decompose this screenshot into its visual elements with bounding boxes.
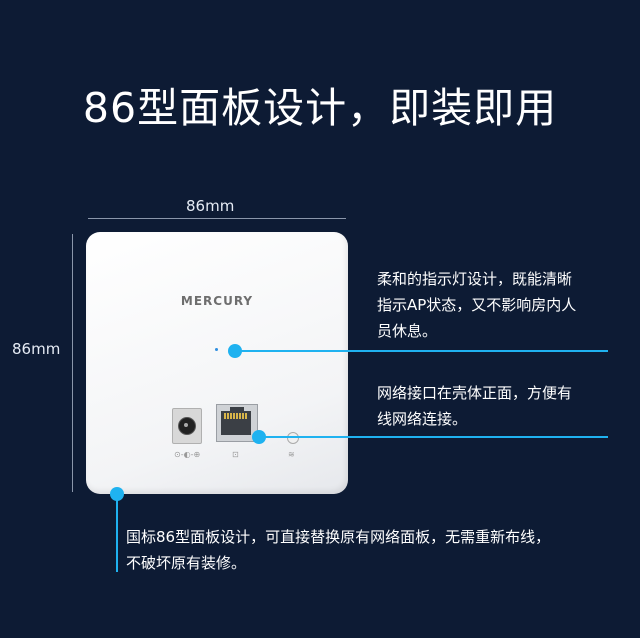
panel-callout-line	[116, 500, 118, 572]
dc-power-port	[172, 408, 202, 444]
lan-symbol: ⊡	[232, 450, 239, 459]
indicator-callout-dot	[228, 344, 242, 358]
port-callout-text: 网络接口在壳体正面，方便有 线网络连接。	[377, 384, 573, 428]
height-dimension-line	[72, 234, 73, 492]
indicator-callout-line	[240, 350, 608, 352]
wifi-symbol: ≋	[288, 450, 295, 459]
page-title: 86型面板设计，即装即用	[82, 84, 558, 132]
height-label: 86mm	[12, 340, 61, 358]
port-callout-line	[264, 436, 608, 438]
reset-button	[287, 432, 299, 444]
panel-callout-text: 国标86型面板设计，可直接替换原有网络面板，无需重新布线， 不破坏原有装修。	[126, 528, 551, 572]
port-callout-dot	[252, 430, 266, 444]
width-dimension-line	[88, 218, 346, 219]
panel-callout-dot	[110, 487, 124, 501]
width-label: 86mm	[186, 197, 235, 215]
indicator-led	[215, 348, 218, 351]
dc-symbol: ⊙-◐-⊕	[174, 450, 201, 459]
wall-panel-ap: MERCURY ⊙-◐-⊕ ⊡ ≋	[86, 232, 348, 494]
indicator-callout-text: 柔和的指示灯设计，既能清晰 指示AP状态，又不影响房内人 员休息。	[377, 270, 577, 340]
ethernet-port	[216, 404, 258, 442]
brand-logo: MERCURY	[180, 294, 254, 308]
